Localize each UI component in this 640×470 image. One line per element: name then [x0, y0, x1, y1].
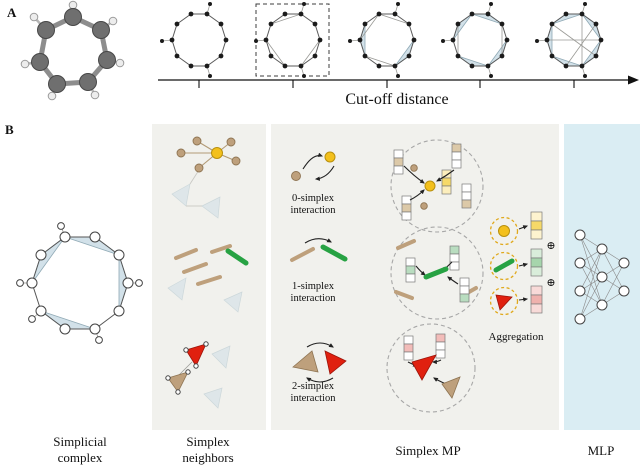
mp-row-2-circle	[386, 323, 476, 413]
feature-stack	[451, 143, 462, 169]
mp-row-0-label-line1: 0-simplex	[292, 193, 335, 204]
feature-stack	[403, 335, 414, 361]
aggregation-circle-1	[489, 251, 519, 281]
feature-stack	[461, 183, 472, 209]
label-simplex-mp: Simplex MP	[395, 443, 460, 458]
neighbors-panel-bg	[152, 124, 266, 430]
highlighted-1-simplex	[225, 248, 249, 266]
mp-row-2-icon	[292, 342, 347, 383]
aggregation-block: ⊕ ⊕ Aggregation	[489, 211, 556, 343]
simplex-neighbors-0	[171, 136, 241, 219]
feature-stack	[401, 195, 412, 221]
feature-stack	[449, 245, 460, 271]
label-simplicial-complex-line1: Simplicial	[53, 434, 107, 449]
aggregation-label: Aggregation	[489, 331, 544, 343]
feature-stack-aggregated	[441, 169, 452, 195]
aggregation-stack-yellow	[530, 211, 543, 240]
simplex-neighbors-2	[165, 341, 231, 409]
label-simplex-neighbors-line2: neighbors	[182, 450, 233, 465]
mp-row-2-label-line2: interaction	[291, 393, 337, 404]
carbon-atom	[64, 8, 82, 26]
mp-row-1-circle	[390, 226, 484, 320]
graph-cutoff-3	[347, 1, 417, 79]
cutoff-axis: Cut-off distance	[158, 75, 639, 108]
oplus-symbol-2: ⊕	[546, 277, 555, 289]
simplex-neighbors-1	[167, 244, 249, 313]
graph-cutoff-2	[253, 1, 330, 79]
feature-stack	[435, 333, 446, 359]
label-mlp: MLP	[588, 443, 615, 458]
oplus-symbol-1: ⊕	[546, 240, 555, 252]
cutoff-axis-label: Cut-off distance	[345, 91, 448, 108]
graph-cutoff-4	[440, 1, 510, 79]
center-2-simplex	[411, 354, 437, 381]
aggregation-circle-0	[489, 216, 519, 246]
mp-row-1-label-line2: interaction	[291, 293, 337, 304]
panel-a-label: A	[7, 5, 17, 20]
molecule-3d	[20, 0, 125, 101]
hydrogen-atom	[68, 0, 78, 10]
simplicial-complex-diagram	[16, 222, 143, 344]
mp-row-1-icon	[290, 238, 348, 262]
feature-stack	[393, 149, 404, 175]
graph-cutoff-1	[159, 1, 229, 79]
aggregation-circle-2	[489, 286, 519, 316]
mp-row-1-label-line1: 1-simplex	[292, 281, 335, 292]
aggregation-stack-pink	[530, 285, 543, 314]
feature-stack	[459, 277, 470, 303]
center-1-simplex	[423, 266, 449, 280]
mp-row-0-icon	[291, 151, 336, 181]
mp-row-0-circle	[390, 139, 484, 233]
panel-b-label: B	[5, 122, 14, 137]
highlighted-2-simplex	[185, 343, 207, 367]
feature-stack	[405, 257, 416, 283]
column-labels: Simplicial complex Simplex neighbors Sim…	[53, 434, 614, 465]
mp-row-0-label-line2: interaction	[291, 205, 337, 216]
axis-arrowhead	[628, 75, 639, 85]
graph-cutoff-5	[534, 1, 604, 79]
mp-row-2-label-line1: 2-simplex	[292, 381, 335, 392]
mlp-network	[574, 229, 630, 325]
label-simplex-neighbors-line1: Simplex	[186, 434, 230, 449]
aggregation-stack-green	[530, 248, 543, 277]
highlighted-0-simplex	[211, 147, 223, 159]
label-simplicial-complex-line2: complex	[58, 450, 103, 465]
